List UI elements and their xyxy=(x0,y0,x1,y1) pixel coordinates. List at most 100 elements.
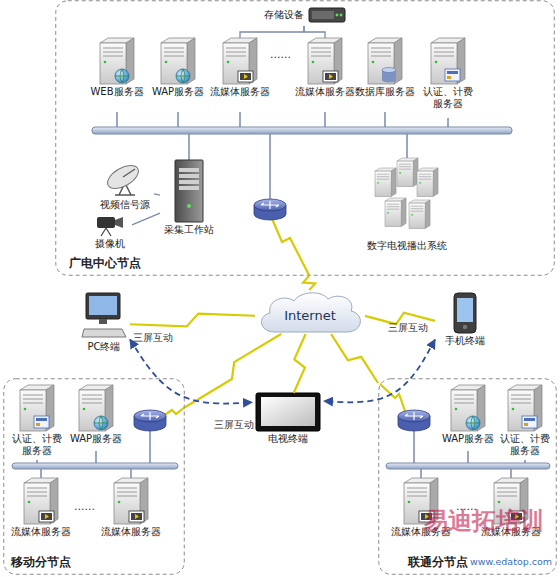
server-box: 流媒体服务器 xyxy=(390,478,452,546)
pc-icon xyxy=(82,293,126,339)
server-box: 流媒体服务器 xyxy=(209,38,271,112)
ellipsis-mark: ...... xyxy=(270,48,291,61)
server-globe-icon xyxy=(161,38,195,84)
server-front xyxy=(397,161,413,186)
node-label: 摄像机 xyxy=(88,238,132,250)
bus-wire xyxy=(384,112,386,127)
drive-slot xyxy=(511,399,531,400)
phone-terminal: 手机终端 xyxy=(435,293,495,353)
server-box: WAP服务器 xyxy=(147,38,209,112)
media-screen xyxy=(325,73,336,80)
camera-lens xyxy=(115,217,123,228)
media-screen xyxy=(131,513,142,520)
media-badge xyxy=(419,511,434,522)
drive-slot xyxy=(411,206,423,207)
drive-slot xyxy=(164,56,184,57)
drive-slot xyxy=(411,208,423,209)
drive-slot xyxy=(311,56,331,57)
server-side xyxy=(433,168,438,197)
server-front xyxy=(24,483,50,524)
storage-device: 存储设备 xyxy=(258,4,350,26)
drive-slot xyxy=(371,48,391,49)
server-box: 流媒体服务器 xyxy=(294,38,356,112)
drive-slot xyxy=(407,496,427,497)
ellipsis-mark: ...... xyxy=(456,500,477,513)
drive-slot xyxy=(411,211,423,212)
drive-slot xyxy=(377,179,389,180)
drive-slot xyxy=(226,56,246,57)
center-node-region: 广电中心节点存储设备WEB服务器WAP服务器流媒体服务器流媒体服务器数据库服务器… xyxy=(55,0,555,276)
camera-tripod xyxy=(101,228,111,236)
drive-slot xyxy=(371,52,391,53)
wireless-link xyxy=(130,314,255,327)
status-led xyxy=(83,408,86,411)
server-media-icon xyxy=(24,478,58,524)
media-badge xyxy=(323,71,338,82)
bus-wire xyxy=(406,134,408,158)
tv-icon xyxy=(256,393,320,431)
wireless-link xyxy=(303,276,315,290)
auth-stripe xyxy=(447,71,458,74)
server-side xyxy=(391,168,396,197)
wireless-link xyxy=(294,334,306,393)
status-led xyxy=(104,61,107,64)
drive-slot xyxy=(419,174,431,175)
drive-slot xyxy=(311,52,331,53)
node-label: 电视终端 xyxy=(252,433,324,445)
phone-body xyxy=(454,293,476,333)
wire-link xyxy=(304,26,325,38)
tower-bay xyxy=(179,180,199,184)
tv-frame xyxy=(256,393,320,431)
dish-feed xyxy=(123,169,135,177)
drive-slot xyxy=(27,492,47,493)
phone-button xyxy=(463,325,467,329)
drive-slot xyxy=(27,488,47,489)
drive-slot xyxy=(27,496,47,497)
wire-link xyxy=(240,26,304,38)
server-media-icon xyxy=(223,38,257,84)
status-led xyxy=(435,61,438,64)
storage-icon xyxy=(309,8,345,22)
server-globe-icon xyxy=(451,385,485,431)
dish-bowl xyxy=(104,161,142,194)
bus-wire xyxy=(524,460,526,463)
edge-label: 三屏互动 xyxy=(388,322,428,334)
globe-badge xyxy=(115,69,129,83)
network-bus xyxy=(12,463,178,469)
region-heading: 广电中心节点 xyxy=(69,256,141,270)
media-badge xyxy=(238,71,253,82)
bus-wire xyxy=(95,451,97,463)
dish-icon xyxy=(103,163,147,197)
branch-node-region: 移动分节点认证、计费服务器WAP服务器流媒体服务器流媒体服务器 xyxy=(3,378,185,575)
auth-chip xyxy=(524,423,528,426)
media-play xyxy=(45,514,49,519)
cloud-label: Internet xyxy=(284,308,336,323)
media-badge xyxy=(129,511,144,522)
server-box: WAP服务器 xyxy=(66,385,126,451)
drive-slot xyxy=(82,395,102,396)
wireless-link xyxy=(331,334,378,383)
keyboard xyxy=(82,329,126,337)
media-screen xyxy=(511,513,522,520)
node-label: 认证、计费服务器 xyxy=(10,433,64,457)
node-label: 视频信号源 xyxy=(96,199,154,211)
wireless-link xyxy=(185,334,281,407)
status-led xyxy=(498,501,501,504)
drive-slot xyxy=(117,492,137,493)
node-label: 流媒体服务器 xyxy=(390,526,452,538)
network-bus xyxy=(92,127,512,134)
workstation: 采集工作站 xyxy=(160,160,218,242)
watermark: 易迪拓培训 xyxy=(424,508,544,534)
server-front xyxy=(404,483,430,524)
drive-slot xyxy=(377,176,389,177)
server-side xyxy=(401,198,406,227)
camera: 摄像机 xyxy=(88,214,132,254)
lightning-link xyxy=(270,214,309,275)
storage-led xyxy=(339,14,342,17)
lightning-link xyxy=(380,384,405,411)
rack-icon xyxy=(375,158,439,238)
server-front xyxy=(385,201,401,226)
drive-slot xyxy=(407,492,427,493)
watermark: www.edatop.com xyxy=(470,556,552,568)
